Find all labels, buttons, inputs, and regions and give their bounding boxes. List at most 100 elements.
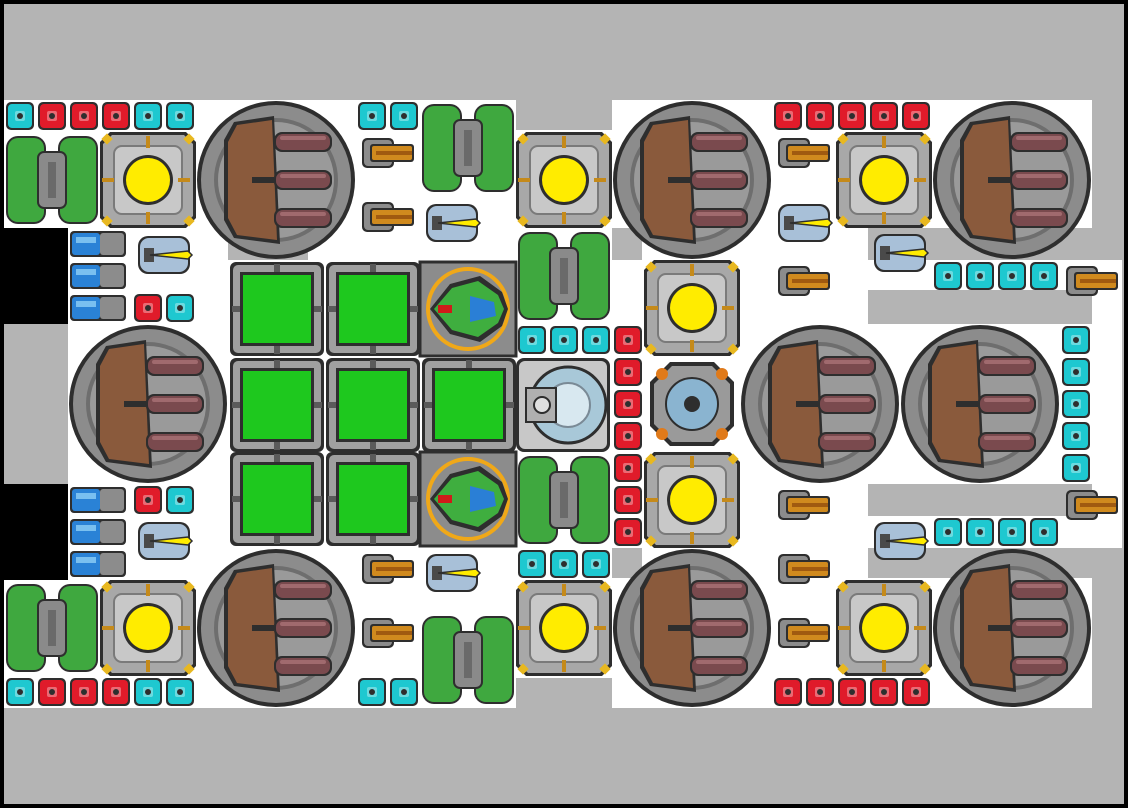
battery-icon[interactable] <box>70 231 126 257</box>
shield-node-icon[interactable] <box>134 678 162 706</box>
gun-turret-icon[interactable] <box>778 138 830 168</box>
fuel-tank-icon[interactable] <box>4 580 100 676</box>
armor-node-icon[interactable] <box>614 486 642 514</box>
shield-node-icon[interactable] <box>358 102 386 130</box>
fighter-bay-icon[interactable] <box>418 450 518 548</box>
armor-node-icon[interactable] <box>614 454 642 482</box>
battery-icon[interactable] <box>70 263 126 289</box>
shield-node-icon[interactable] <box>1062 454 1090 482</box>
laser-turret-icon[interactable] <box>874 522 930 560</box>
laser-turret-icon[interactable] <box>778 204 834 242</box>
shield-node-icon[interactable] <box>6 678 34 706</box>
laser-turret-icon[interactable] <box>138 236 194 274</box>
cargo-block-icon[interactable] <box>326 452 420 546</box>
gun-turret-icon[interactable] <box>362 554 414 584</box>
cargo-block-icon[interactable] <box>422 358 516 452</box>
armor-node-icon[interactable] <box>614 358 642 386</box>
armor-node-icon[interactable] <box>134 486 162 514</box>
thruster-icon[interactable] <box>69 325 227 483</box>
laser-turret-icon[interactable] <box>426 204 482 242</box>
shield-node-icon[interactable] <box>934 518 962 546</box>
shield-node-icon[interactable] <box>1062 422 1090 450</box>
armor-node-icon[interactable] <box>70 678 98 706</box>
fuel-tank-icon[interactable] <box>420 100 516 196</box>
gun-turret-icon[interactable] <box>778 266 830 296</box>
battery-icon[interactable] <box>70 487 126 513</box>
reactor-core-icon[interactable] <box>100 132 196 228</box>
armor-node-icon[interactable] <box>134 294 162 322</box>
armor-node-icon[interactable] <box>806 678 834 706</box>
gun-turret-icon[interactable] <box>1066 266 1118 296</box>
battery-icon[interactable] <box>70 519 126 545</box>
gun-turret-icon[interactable] <box>1066 490 1118 520</box>
shield-node-icon[interactable] <box>998 518 1026 546</box>
armor-node-icon[interactable] <box>70 102 98 130</box>
gun-turret-icon[interactable] <box>362 618 414 648</box>
cargo-block-icon[interactable] <box>230 452 324 546</box>
shield-node-icon[interactable] <box>966 262 994 290</box>
shield-node-icon[interactable] <box>166 294 194 322</box>
armor-node-icon[interactable] <box>102 102 130 130</box>
fuel-tank-icon[interactable] <box>4 132 100 228</box>
armor-node-icon[interactable] <box>870 102 898 130</box>
hub-icon[interactable] <box>650 362 734 446</box>
fuel-tank-icon[interactable] <box>516 452 612 548</box>
thruster-icon[interactable] <box>933 101 1091 259</box>
shield-node-icon[interactable] <box>1030 518 1058 546</box>
armor-node-icon[interactable] <box>870 678 898 706</box>
shield-node-icon[interactable] <box>1062 326 1090 354</box>
armor-node-icon[interactable] <box>902 678 930 706</box>
armor-node-icon[interactable] <box>774 102 802 130</box>
thruster-icon[interactable] <box>197 549 355 707</box>
armor-node-icon[interactable] <box>806 102 834 130</box>
shield-node-icon[interactable] <box>966 518 994 546</box>
shield-node-icon[interactable] <box>550 326 578 354</box>
cargo-block-icon[interactable] <box>230 262 324 356</box>
fuel-tank-icon[interactable] <box>516 228 612 324</box>
armor-node-icon[interactable] <box>774 678 802 706</box>
gun-turret-icon[interactable] <box>778 554 830 584</box>
fighter-bay-icon[interactable] <box>418 260 518 358</box>
gun-turret-icon[interactable] <box>362 202 414 232</box>
shield-node-icon[interactable] <box>998 262 1026 290</box>
thruster-icon[interactable] <box>613 101 771 259</box>
cargo-block-icon[interactable] <box>326 358 420 452</box>
battery-icon[interactable] <box>70 551 126 577</box>
reactor-core-icon[interactable] <box>836 132 932 228</box>
cargo-block-icon[interactable] <box>326 262 420 356</box>
armor-node-icon[interactable] <box>102 678 130 706</box>
shield-node-icon[interactable] <box>518 550 546 578</box>
cargo-block-icon[interactable] <box>230 358 324 452</box>
armor-node-icon[interactable] <box>902 102 930 130</box>
shield-node-icon[interactable] <box>582 326 610 354</box>
fuel-tank-icon[interactable] <box>420 612 516 708</box>
gun-turret-icon[interactable] <box>778 490 830 520</box>
reactor-core-icon[interactable] <box>836 580 932 676</box>
armor-node-icon[interactable] <box>38 678 66 706</box>
bridge-icon[interactable] <box>516 358 610 452</box>
battery-icon[interactable] <box>70 295 126 321</box>
reactor-core-icon[interactable] <box>100 580 196 676</box>
laser-turret-icon[interactable] <box>874 234 930 272</box>
armor-node-icon[interactable] <box>614 326 642 354</box>
armor-node-icon[interactable] <box>614 390 642 418</box>
shield-node-icon[interactable] <box>390 102 418 130</box>
shield-node-icon[interactable] <box>390 678 418 706</box>
shield-node-icon[interactable] <box>166 102 194 130</box>
thruster-icon[interactable] <box>197 101 355 259</box>
shield-node-icon[interactable] <box>166 486 194 514</box>
shield-node-icon[interactable] <box>166 678 194 706</box>
reactor-core-icon[interactable] <box>644 452 740 548</box>
thruster-icon[interactable] <box>901 325 1059 483</box>
shield-node-icon[interactable] <box>134 102 162 130</box>
shield-node-icon[interactable] <box>582 550 610 578</box>
shield-node-icon[interactable] <box>1030 262 1058 290</box>
armor-node-icon[interactable] <box>838 102 866 130</box>
reactor-core-icon[interactable] <box>516 580 612 676</box>
shield-node-icon[interactable] <box>1062 358 1090 386</box>
gun-turret-icon[interactable] <box>362 138 414 168</box>
thruster-icon[interactable] <box>933 549 1091 707</box>
thruster-icon[interactable] <box>613 549 771 707</box>
gun-turret-icon[interactable] <box>778 618 830 648</box>
